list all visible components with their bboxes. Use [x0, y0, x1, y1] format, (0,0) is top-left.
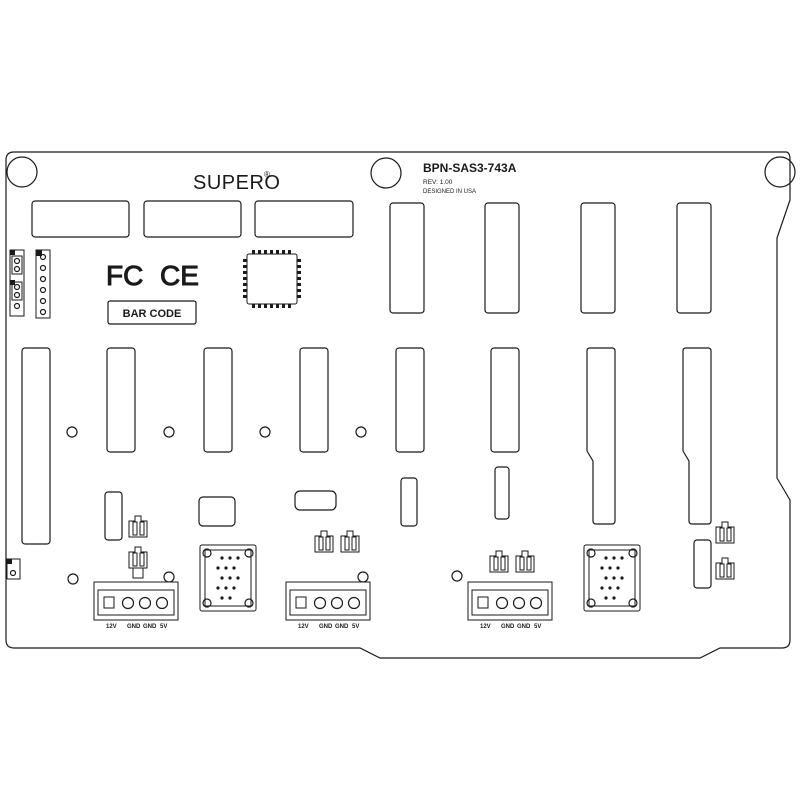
brand-logo: SUPERO	[193, 172, 280, 194]
small-slot-1	[104, 491, 123, 541]
pin-label-gnd: GND	[127, 624, 141, 630]
designed-in-label: DESIGNED IN USA	[423, 189, 476, 195]
upper-slot-3	[580, 202, 616, 314]
square-pad-1	[198, 496, 236, 527]
small-slot-3	[494, 466, 510, 520]
signal-connector-1	[199, 544, 257, 612]
bay-slot-7	[682, 347, 712, 525]
via-hole-2	[163, 426, 175, 438]
bay-slot-3	[299, 347, 329, 453]
mounting-hole-top-right	[764, 156, 796, 188]
small-slot-4	[693, 539, 712, 589]
power-connector-1	[93, 581, 179, 621]
label-pad-2	[143, 200, 242, 238]
bar-code-box	[107, 300, 197, 325]
pin-label-gnd: GND	[517, 624, 531, 630]
signal-connector-2	[583, 544, 641, 612]
via-hole-8	[451, 570, 463, 582]
pin-label-5v: 5V	[352, 624, 359, 630]
controller-chip	[243, 250, 301, 308]
bay-slot-2	[203, 347, 233, 453]
pin-label-5v: 5V	[534, 624, 541, 630]
via-hole-1	[66, 426, 78, 438]
pin-label-gnd: GND	[501, 624, 515, 630]
part-number: BPN-SAS3-743A	[423, 161, 517, 175]
upper-slot-2	[484, 202, 520, 314]
oval-pad-1	[294, 490, 337, 511]
brand-registered-mark: ®	[264, 170, 270, 179]
bay-slot-4	[395, 347, 425, 453]
pin-label-gnd: GND	[335, 624, 349, 630]
fcc-mark: FC	[106, 260, 143, 291]
mounting-hole-top-left	[6, 156, 38, 188]
via-hole-6	[163, 571, 175, 583]
bay-slot-5	[490, 347, 520, 453]
power-connector-2	[285, 581, 371, 621]
label-pad-1	[31, 200, 130, 238]
jumper-caps-a	[128, 515, 148, 579]
pin-label-5v: 5V	[160, 624, 167, 630]
via-hole-4	[355, 426, 367, 438]
upper-slot-4	[676, 202, 712, 314]
pin-label-12v: 12V	[480, 624, 491, 630]
jumper-header-left	[9, 249, 25, 317]
pin-header-6pin	[35, 249, 51, 319]
ce-mark: CE	[160, 260, 199, 291]
jumper-bottom-left	[6, 558, 21, 580]
bay-slot-6	[586, 347, 616, 525]
jumper-caps-d	[715, 521, 735, 580]
revision-label: REV: 1.00	[423, 179, 453, 186]
jumper-caps-c	[489, 550, 535, 573]
via-hole-5	[67, 573, 79, 585]
via-hole-3	[259, 426, 271, 438]
pin-label-gnd: GND	[319, 624, 333, 630]
jumper-caps-b	[314, 530, 360, 553]
label-pad-3	[254, 200, 354, 238]
power-connector-3	[467, 581, 553, 621]
small-slot-2	[400, 477, 418, 527]
pin-label-12v: 12V	[298, 624, 309, 630]
upper-slot-1	[389, 202, 425, 314]
via-hole-7	[357, 571, 369, 583]
bay-slot-long	[21, 347, 51, 545]
mounting-hole-top-center	[370, 157, 402, 189]
board-outline	[5, 151, 791, 659]
bar-code-label: BAR CODE	[123, 308, 182, 320]
pin-label-gnd: GND	[143, 624, 157, 630]
bay-slot-1	[106, 347, 136, 453]
pin-label-12v: 12V	[106, 624, 117, 630]
